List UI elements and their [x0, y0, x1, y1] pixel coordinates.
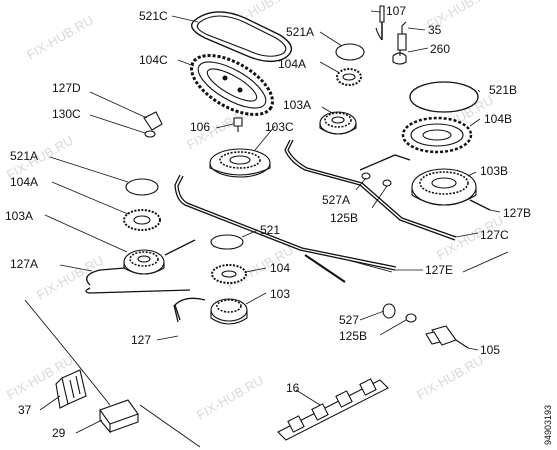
ignition-switch-strip-16 [277, 378, 389, 441]
label-125b-bottom: 125B [339, 329, 367, 343]
label-127e: 127E [425, 263, 453, 277]
label-130c: 130C [52, 107, 81, 121]
label-127c: 127C [480, 228, 509, 242]
elbow-fitting-127d [143, 111, 163, 138]
label-260: 260 [430, 42, 450, 56]
label-127d: 127D [52, 81, 81, 95]
burner-ring-104a-top [336, 68, 362, 86]
burner-base-103a-left [123, 249, 165, 275]
gas-pipes [85, 139, 491, 323]
label-521: 521 [260, 223, 280, 237]
thermocouple-107 [375, 5, 385, 41]
label-521c: 521C [139, 9, 168, 23]
label-125b-top: 125B [330, 211, 358, 225]
label-527a: 527A [322, 193, 350, 207]
watermark-layer: FIX-HUB.RU FIX-HUB.RU FIX-HUB.RU FIX-HUB… [4, 0, 506, 423]
label-103a-top: 103A [283, 98, 311, 112]
label-103c: 103C [265, 120, 294, 134]
label-104a-left: 104A [10, 175, 38, 189]
ignition-electrode-35 [392, 21, 407, 65]
burner-cap-small-521a-left [125, 178, 159, 196]
burner-base-103 [210, 298, 248, 325]
part-labels: 521C 104C 521A 107 35 260 104A 127D 130C… [5, 4, 531, 440]
watermark: FIX-HUB.RU [414, 352, 486, 402]
watermark: FIX-HUB.RU [194, 372, 266, 422]
label-527: 527 [339, 313, 359, 327]
label-35: 35 [428, 23, 442, 37]
document-code: 94903193 [543, 405, 553, 445]
label-106: 106 [190, 120, 210, 134]
frame-lines [24, 251, 509, 448]
label-29: 29 [52, 426, 66, 440]
burner-ring-oval-104c [190, 54, 274, 116]
label-521b: 521B [489, 83, 517, 97]
label-127a: 127A [10, 257, 38, 271]
label-104c: 104C [139, 53, 168, 67]
label-37: 37 [18, 403, 32, 417]
burner-ring-104 [211, 264, 247, 284]
label-103: 103 [270, 287, 290, 301]
label-521a-left: 521A [10, 149, 38, 163]
label-127: 127 [131, 333, 151, 347]
label-107: 107 [386, 4, 406, 18]
nozzle-527 [382, 303, 417, 323]
burner-base-103c [209, 148, 271, 178]
label-104b: 104B [484, 112, 512, 126]
label-104: 104 [270, 261, 290, 275]
burner-cap-small-521 [210, 234, 244, 250]
screw-106 [233, 117, 243, 132]
nozzle-527a [361, 172, 392, 187]
burner-ring-large-104b [401, 116, 473, 154]
bracket-37 [55, 369, 87, 409]
terminal-block-29 [99, 399, 139, 434]
label-16: 16 [286, 381, 300, 395]
label-104a-top: 104A [278, 57, 306, 71]
label-127b: 127B [503, 206, 531, 220]
burner-cap-small-521a-top [335, 43, 365, 61]
leader-lines [39, 10, 501, 434]
burner-base-large-103b [411, 168, 477, 206]
label-103a-left: 103A [5, 209, 33, 223]
burner-base-103a-top [319, 111, 357, 135]
gas-valve-105 [425, 325, 469, 349]
burner-cap-oval-521c [191, 11, 293, 63]
burner-ring-104a-left [123, 209, 161, 231]
label-105: 105 [480, 343, 500, 357]
watermark: FIX-HUB.RU [34, 252, 106, 302]
watermark: FIX-HUB.RU [24, 12, 96, 62]
label-103b: 103B [480, 164, 508, 178]
burner-cap-large-521b [409, 81, 479, 113]
label-521a-top: 521A [286, 25, 314, 39]
